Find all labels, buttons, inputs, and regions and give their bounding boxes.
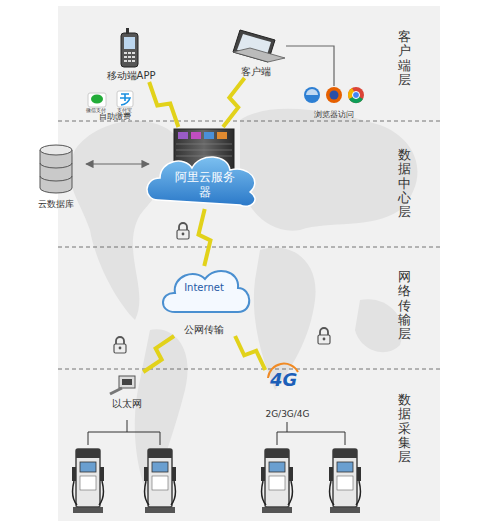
lightning-link (198, 209, 210, 266)
client-node: 客户端 (222, 26, 290, 78)
lock-icon (114, 337, 126, 353)
layer-name: 数据采集层 (398, 393, 411, 464)
charger-wiring (88, 420, 345, 445)
node-label: 公网传输 (184, 324, 224, 336)
payment-node: 自助缴费 (80, 89, 150, 122)
node-label: Internet (184, 282, 224, 294)
app-node: 移动端APP (100, 26, 162, 82)
charging-pile (329, 449, 361, 513)
layer-name: 数据中心层 (398, 148, 411, 219)
node-label: 自助缴费 (99, 112, 131, 122)
charging-pile (261, 449, 293, 513)
lock-icon (177, 223, 189, 239)
database-node: 云数据库 (28, 142, 84, 210)
logo-text: 4G (270, 370, 297, 390)
browser-node: 浏览器访问 (298, 84, 370, 120)
internet-node: Internet 公网传输 (158, 266, 250, 336)
wechat-pay-icon (88, 93, 106, 107)
internet-cloud (163, 271, 249, 312)
pay-icon-label: 微信支付 (86, 108, 106, 114)
pay-icon-label: 支付宝 (117, 108, 132, 114)
ethernet-icon (110, 376, 135, 394)
database-icon (40, 145, 72, 193)
node-label: 2G/3G/4G (265, 409, 309, 420)
phone-icon (121, 28, 138, 67)
browser-icons (304, 87, 364, 103)
node-label: 云数据库 (38, 199, 74, 210)
layer-name: 客户端层 (398, 30, 411, 87)
node-label: 浏览器访问 (314, 110, 354, 120)
lightning-link (149, 82, 178, 127)
node-label: 移动端APP (107, 70, 156, 82)
layer-name: 网络传输层 (398, 270, 411, 341)
ethernet-node: 以太网 (98, 372, 156, 410)
server-node: 阿里云服务器 (145, 127, 265, 209)
connector-line (86, 163, 149, 164)
node-label: 以太网 (112, 398, 142, 410)
node-label: 阿里云服务器 (174, 170, 236, 199)
lock-icon (318, 328, 330, 344)
laptop-icon (233, 30, 285, 62)
charging-pile (72, 449, 104, 513)
charging-pile (144, 449, 176, 513)
alipay-icon (117, 91, 133, 107)
lightning-link (223, 78, 245, 127)
lightning-link (235, 336, 265, 370)
node-label: 客户端 (241, 66, 271, 78)
connector-line (286, 46, 334, 86)
server-cloud (147, 129, 255, 206)
lightning-link (143, 336, 174, 372)
